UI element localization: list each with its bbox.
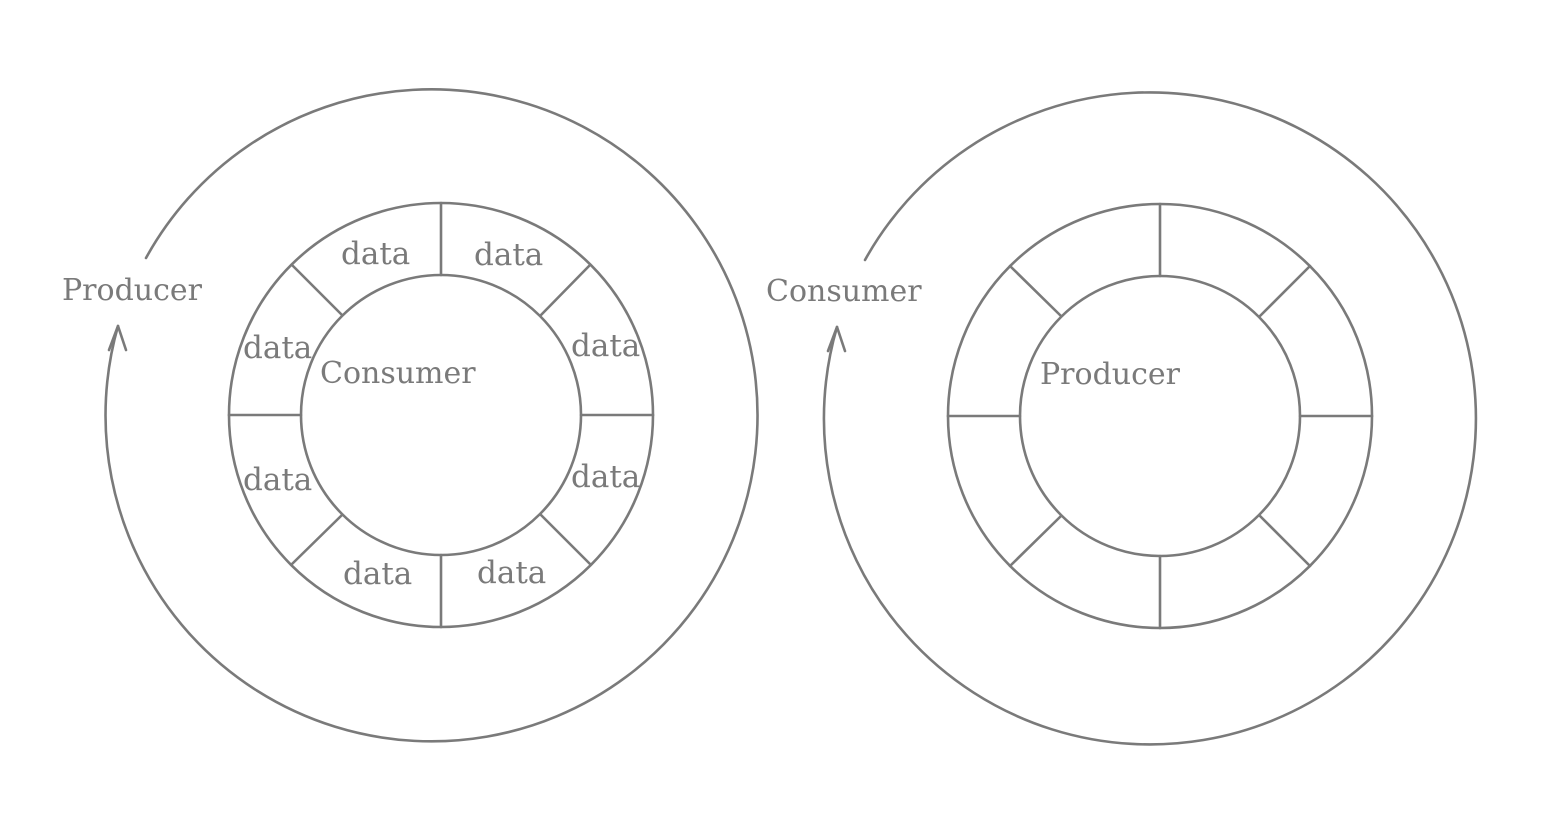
- left-inner-label: Consumer: [320, 356, 476, 391]
- right-outer-label: Consumer: [766, 274, 922, 309]
- right-arrowhead: [826, 325, 847, 353]
- divider: [1258, 514, 1312, 568]
- left-outer-arc: [104, 88, 759, 743]
- right-inner-label: Producer: [1040, 357, 1181, 392]
- cell-label: data: [243, 330, 312, 366]
- divider: [290, 513, 344, 566]
- right-ring-buffer: Consumer Producer: [766, 91, 1478, 746]
- right-ring-dividers: [946, 202, 1374, 630]
- divider: [539, 513, 592, 566]
- divider: [1008, 264, 1063, 318]
- cell-label: data: [571, 459, 640, 495]
- divider: [1008, 514, 1063, 568]
- cell-label: data: [474, 237, 543, 273]
- divider: [290, 263, 344, 317]
- right-ring-inner: [1018, 274, 1302, 558]
- left-outer-label: Producer: [62, 273, 203, 308]
- cell-label: data: [477, 555, 546, 591]
- left-ring-inner: [299, 273, 583, 557]
- divider: [1258, 264, 1312, 318]
- left-arrowhead: [107, 324, 128, 352]
- left-cells: data data data data data data data data: [243, 236, 640, 592]
- left-ring-dividers: [227, 201, 655, 629]
- right-outer-arc: [822, 91, 1478, 746]
- cell-label: data: [343, 556, 412, 592]
- divider: [539, 263, 592, 317]
- left-ring-buffer: Producer Consumer data data data data da…: [62, 88, 759, 743]
- cell-label: data: [243, 462, 312, 498]
- cell-label: data: [341, 236, 410, 272]
- cell-label: data: [571, 328, 640, 364]
